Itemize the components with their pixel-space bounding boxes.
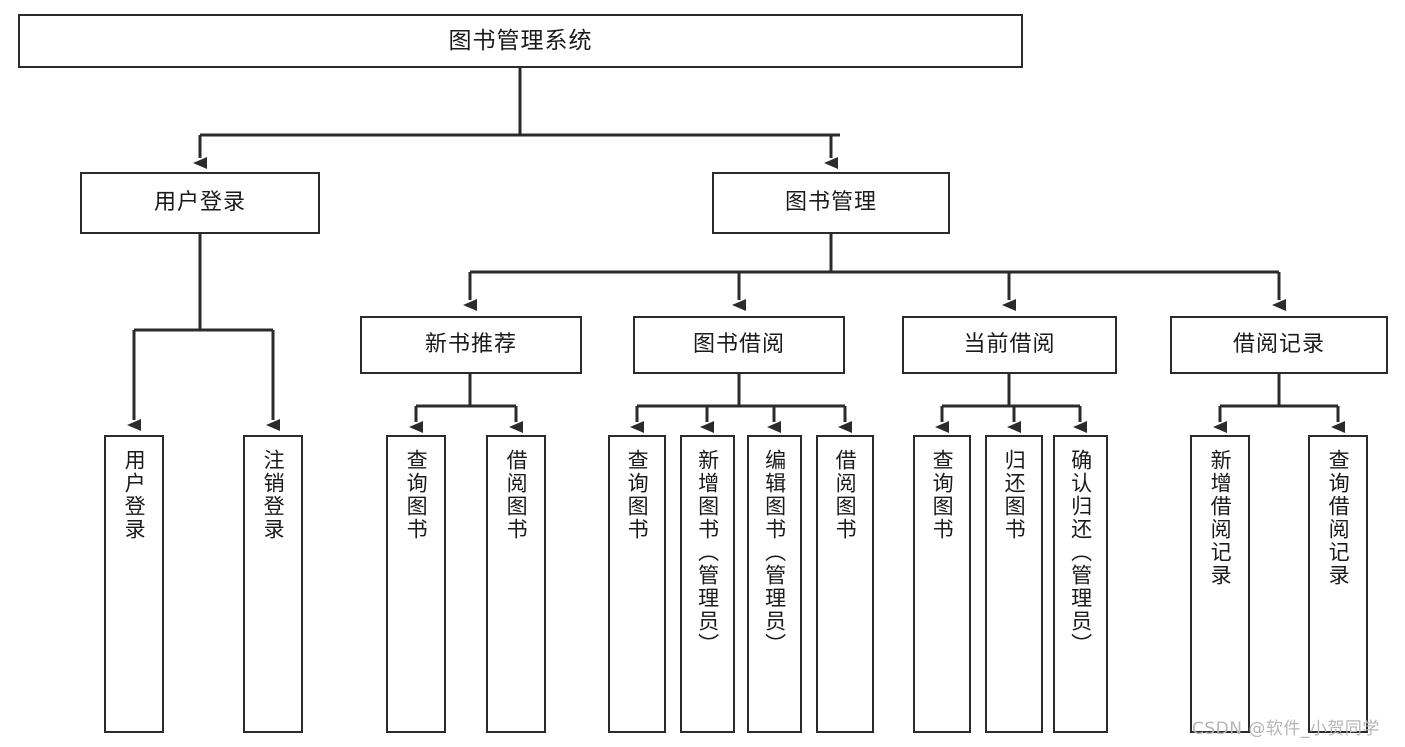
node-current-borrow[interactable]: 当前借阅 bbox=[902, 316, 1117, 374]
node-borrow-record-label: 借阅记录 bbox=[1232, 332, 1325, 358]
node-leaf-confirm-return[interactable]: 确认归还（管理员） bbox=[1053, 435, 1108, 733]
node-leaf-borrow-book-1[interactable]: 借阅图书 bbox=[486, 435, 546, 733]
node-borrow-record[interactable]: 借阅记录 bbox=[1170, 316, 1388, 374]
node-user-login-label: 用户登录 bbox=[153, 190, 246, 216]
node-leaf-logout[interactable]: 注销登录 bbox=[243, 435, 303, 733]
node-leaf-borrow-book-1-label: 借阅图书 bbox=[504, 449, 529, 541]
node-leaf-query-book-1-label: 查询图书 bbox=[404, 449, 429, 541]
node-leaf-logout-label: 注销登录 bbox=[261, 449, 286, 541]
node-leaf-edit-book[interactable]: 编辑图书（管理员） bbox=[747, 435, 802, 733]
node-leaf-confirm-return-label: 确认归还（管理员） bbox=[1068, 449, 1093, 656]
node-new-book-recommend-label: 新书推荐 bbox=[424, 332, 517, 358]
node-leaf-add-book[interactable]: 新增图书（管理员） bbox=[680, 435, 735, 733]
node-leaf-borrow-book-2[interactable]: 借阅图书 bbox=[816, 435, 874, 733]
node-book-manage-label: 图书管理 bbox=[784, 190, 877, 216]
node-leaf-borrow-book-2-label: 借阅图书 bbox=[833, 449, 858, 541]
node-root[interactable]: 图书管理系统 bbox=[18, 14, 1023, 68]
node-new-book-recommend[interactable]: 新书推荐 bbox=[360, 316, 582, 374]
node-leaf-add-record-label: 新增借阅记录 bbox=[1208, 449, 1233, 587]
node-leaf-query-book-3-label: 查询图书 bbox=[930, 449, 955, 541]
node-leaf-query-record[interactable]: 查询借阅记录 bbox=[1308, 435, 1368, 733]
node-leaf-user-login[interactable]: 用户登录 bbox=[104, 435, 164, 733]
node-current-borrow-label: 当前借阅 bbox=[963, 332, 1056, 358]
node-leaf-query-book-2-label: 查询图书 bbox=[625, 449, 650, 541]
node-user-login[interactable]: 用户登录 bbox=[80, 172, 320, 234]
node-leaf-return-book[interactable]: 归还图书 bbox=[985, 435, 1043, 733]
node-root-label: 图书管理系统 bbox=[448, 27, 593, 54]
node-leaf-return-book-label: 归还图书 bbox=[1002, 449, 1027, 541]
node-leaf-add-record[interactable]: 新增借阅记录 bbox=[1190, 435, 1250, 733]
node-leaf-query-book-3[interactable]: 查询图书 bbox=[913, 435, 971, 733]
node-leaf-add-book-label: 新增图书（管理员） bbox=[695, 449, 720, 656]
node-leaf-edit-book-label: 编辑图书（管理员） bbox=[762, 449, 787, 656]
node-leaf-query-book-1[interactable]: 查询图书 bbox=[386, 435, 446, 733]
node-book-manage[interactable]: 图书管理 bbox=[712, 172, 950, 234]
node-leaf-user-login-label: 用户登录 bbox=[122, 449, 147, 541]
node-leaf-query-record-label: 查询借阅记录 bbox=[1326, 449, 1351, 587]
node-book-borrow-label: 图书借阅 bbox=[692, 332, 785, 358]
node-leaf-query-book-2[interactable]: 查询图书 bbox=[608, 435, 666, 733]
node-book-borrow[interactable]: 图书借阅 bbox=[633, 316, 845, 374]
csdn-watermark: CSDN @软件_小贺同学 bbox=[1192, 719, 1380, 739]
